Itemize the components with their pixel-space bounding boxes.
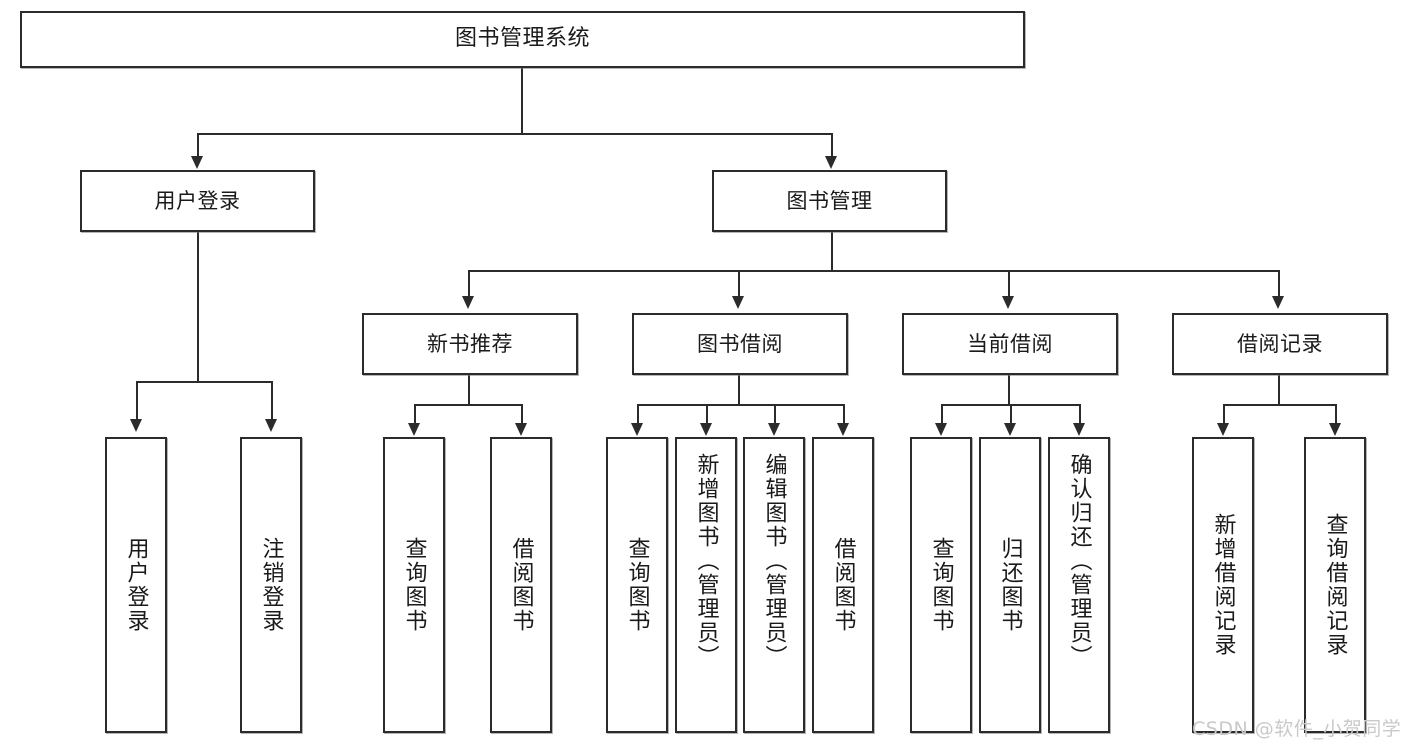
node-new-book-recommend[interactable]: 新书推荐 [362, 313, 578, 375]
arrow-new-book-to-leaf2 [515, 423, 527, 436]
edge-book-manage-to-book-borrow [738, 270, 740, 296]
edge-root-bar [197, 133, 833, 135]
edge-new-book-to-leaf2 [521, 404, 523, 423]
edge-new-book-to-leaf1 [414, 404, 416, 423]
node-leaf-query-book-1[interactable]: 查询图书 [383, 437, 445, 733]
edge-root-to-book-manage [831, 133, 833, 156]
node-leaf-borrow-book-1-label: 借阅图书 [508, 537, 534, 633]
node-leaf-add-book[interactable]: 新增图书（管理员） [675, 437, 737, 733]
edge-user-login-bar [136, 381, 272, 383]
watermark: CSDN @软件_小贺同学 [1192, 718, 1402, 740]
edge-current-borrow-stem [1008, 375, 1010, 405]
node-root[interactable]: 图书管理系统 [20, 11, 1025, 68]
node-root-label: 图书管理系统 [454, 26, 590, 52]
node-new-book-recommend-label: 新书推荐 [427, 331, 513, 356]
node-current-borrow[interactable]: 当前借阅 [902, 313, 1118, 375]
arrow-book-borrow-to-leaf4 [837, 423, 849, 436]
arrow-book-manage-to-current-borrow [1002, 296, 1014, 309]
edge-current-borrow-to-leaf2 [1010, 404, 1012, 423]
node-leaf-query-record[interactable]: 查询借阅记录 [1304, 437, 1366, 733]
node-leaf-borrow-book-2-label: 借阅图书 [830, 537, 856, 633]
edge-new-book-bar [414, 404, 522, 406]
node-leaf-add-record-label: 新增借阅记录 [1210, 513, 1236, 657]
edge-book-borrow-stem [738, 375, 740, 405]
edge-current-borrow-to-leaf3 [1079, 404, 1081, 423]
edge-book-borrow-to-leaf1 [637, 404, 639, 423]
arrow-book-borrow-to-leaf1 [631, 423, 643, 436]
arrow-book-manage-to-borrow-record [1272, 296, 1284, 309]
node-book-borrow-label: 图书借阅 [697, 331, 783, 356]
arrow-borrow-record-to-leaf1 [1217, 423, 1229, 436]
node-leaf-user-login[interactable]: 用户登录 [105, 437, 167, 733]
node-leaf-query-book-2-label: 查询图书 [624, 537, 650, 633]
edge-book-manage-to-new-book [468, 270, 470, 296]
arrow-book-manage-to-book-borrow [732, 296, 744, 309]
node-leaf-edit-book[interactable]: 编辑图书（管理员） [743, 437, 805, 733]
node-current-borrow-label: 当前借阅 [967, 331, 1053, 356]
arrow-user-login-to-leaf1 [130, 419, 142, 432]
edge-book-manage-bar [468, 270, 1280, 272]
node-leaf-return-book[interactable]: 归还图书 [979, 437, 1041, 733]
arrow-new-book-to-leaf1 [408, 423, 420, 436]
node-leaf-query-book-3-label: 查询图书 [928, 537, 954, 633]
node-leaf-confirm-return-label: 确认归还（管理员） [1066, 453, 1092, 669]
edge-book-borrow-to-leaf4 [843, 404, 845, 423]
node-user-login-label: 用户登录 [154, 188, 241, 213]
node-leaf-logout-label: 注销登录 [258, 537, 284, 633]
edge-book-manage-stem [831, 232, 833, 271]
arrow-borrow-record-to-leaf2 [1329, 423, 1341, 436]
edge-new-book-stem [468, 375, 470, 405]
node-leaf-confirm-return[interactable]: 确认归还（管理员） [1048, 437, 1110, 733]
node-leaf-logout[interactable]: 注销登录 [240, 437, 302, 733]
arrow-current-borrow-to-leaf2 [1004, 423, 1016, 436]
node-leaf-borrow-book-2[interactable]: 借阅图书 [812, 437, 874, 733]
node-borrow-record[interactable]: 借阅记录 [1172, 313, 1388, 375]
node-book-manage[interactable]: 图书管理 [712, 170, 947, 232]
edge-user-login-to-leaf2 [271, 381, 273, 419]
node-borrow-record-label: 借阅记录 [1237, 331, 1323, 356]
node-leaf-query-record-label: 查询借阅记录 [1322, 513, 1348, 657]
edge-root-stem [521, 68, 523, 134]
node-leaf-add-book-label: 新增图书（管理员） [693, 453, 719, 669]
arrow-book-manage-to-new-book [462, 296, 474, 309]
node-leaf-edit-book-label: 编辑图书（管理员） [761, 453, 787, 669]
node-user-login[interactable]: 用户登录 [80, 170, 315, 232]
edge-root-to-user-login [197, 133, 199, 156]
node-book-borrow[interactable]: 图书借阅 [632, 313, 848, 375]
arrow-root-to-book-manage [825, 156, 837, 169]
edge-user-login-stem [197, 232, 199, 382]
arrow-book-borrow-to-leaf3 [768, 423, 780, 436]
node-leaf-return-book-label: 归还图书 [997, 537, 1023, 633]
arrow-root-to-user-login [191, 156, 203, 169]
edge-book-borrow-bar [637, 404, 843, 406]
node-leaf-query-book-3[interactable]: 查询图书 [910, 437, 972, 733]
edge-user-login-to-leaf1 [136, 381, 138, 419]
node-leaf-query-book-1-label: 查询图书 [401, 537, 427, 633]
edge-borrow-record-stem [1278, 375, 1280, 405]
arrow-user-login-to-leaf2 [265, 419, 277, 432]
edge-book-borrow-to-leaf2 [706, 404, 708, 423]
edge-borrow-record-to-leaf1 [1223, 404, 1225, 423]
edge-current-borrow-to-leaf1 [941, 404, 943, 423]
node-book-manage-label: 图书管理 [786, 188, 873, 213]
arrow-book-borrow-to-leaf2 [700, 423, 712, 436]
arrow-current-borrow-to-leaf1 [935, 423, 947, 436]
edge-book-borrow-to-leaf3 [774, 404, 776, 423]
arrow-current-borrow-to-leaf3 [1073, 423, 1085, 436]
edge-book-manage-to-current-borrow [1008, 270, 1010, 296]
node-leaf-add-record[interactable]: 新增借阅记录 [1192, 437, 1254, 733]
edge-book-manage-to-borrow-record [1278, 270, 1280, 296]
node-leaf-query-book-2[interactable]: 查询图书 [606, 437, 668, 733]
node-leaf-borrow-book-1[interactable]: 借阅图书 [490, 437, 552, 733]
edge-borrow-record-bar [1223, 404, 1335, 406]
node-leaf-user-login-label: 用户登录 [123, 537, 149, 633]
edge-borrow-record-to-leaf2 [1335, 404, 1337, 423]
